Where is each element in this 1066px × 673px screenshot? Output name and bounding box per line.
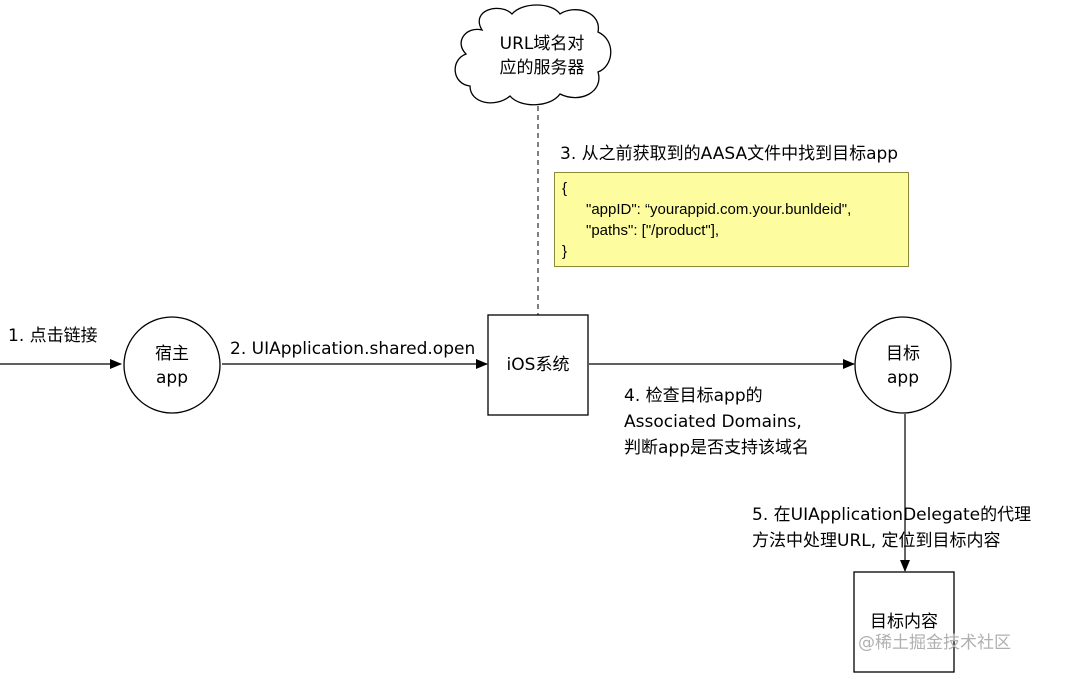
- step4-line3: 判断app是否支持该域名: [624, 438, 809, 458]
- step2-label: 2. UIApplication.shared.open: [230, 339, 476, 359]
- host-app-line2: app: [156, 368, 188, 388]
- step3-label: 3. 从之前获取到的AASA文件中找到目标app: [560, 144, 899, 164]
- host-app-label: 宿主 app: [124, 342, 220, 390]
- cloud-label-line1: URL域名对: [499, 34, 585, 54]
- ios-system-box: [487, 314, 589, 416]
- target-app-line1: 目标: [886, 344, 920, 364]
- target-content-box: [853, 571, 955, 673]
- step5-line2: 方法中处理URL, 定位到目标内容: [752, 531, 1001, 551]
- step4-line1: 4. 检查目标app的: [624, 386, 763, 406]
- json-appid-line: "appID": “yourappid.com.your.bunldeid",: [586, 201, 852, 218]
- aasa-json-note: { "appID": “yourappid.com.your.bunldeid"…: [554, 172, 909, 267]
- target-app-circle: [854, 316, 952, 414]
- json-open-brace: {: [562, 180, 568, 197]
- cloud-label-line2: 应的服务器: [499, 58, 585, 78]
- step1-label: 1. 点击链接: [8, 326, 98, 346]
- step4-line2: Associated Domains,: [624, 412, 802, 432]
- ios-system-label: iOS系统: [506, 355, 570, 375]
- cloud-shape: [454, 4, 612, 106]
- step5-label: 5. 在UIApplicationDelegate的代理 方法中处理URL, 定…: [752, 502, 1031, 554]
- target-app-label: 目标 app: [855, 342, 951, 390]
- target-content-label: 目标内容: [870, 612, 938, 632]
- target-app-line2: app: [887, 368, 919, 388]
- host-app-line1: 宿主: [155, 344, 189, 364]
- json-close-brace: }: [562, 243, 568, 260]
- step5-line1: 5. 在UIApplicationDelegate的代理: [752, 505, 1032, 525]
- host-app-circle: [123, 316, 221, 414]
- watermark: @稀土掘金技术社区: [858, 633, 1011, 653]
- cloud-label: URL域名对 应的服务器: [470, 32, 614, 80]
- step4-label: 4. 检查目标app的 Associated Domains, 判断app是否支…: [624, 383, 809, 461]
- json-paths-line: "paths": ["/product"],: [586, 222, 720, 239]
